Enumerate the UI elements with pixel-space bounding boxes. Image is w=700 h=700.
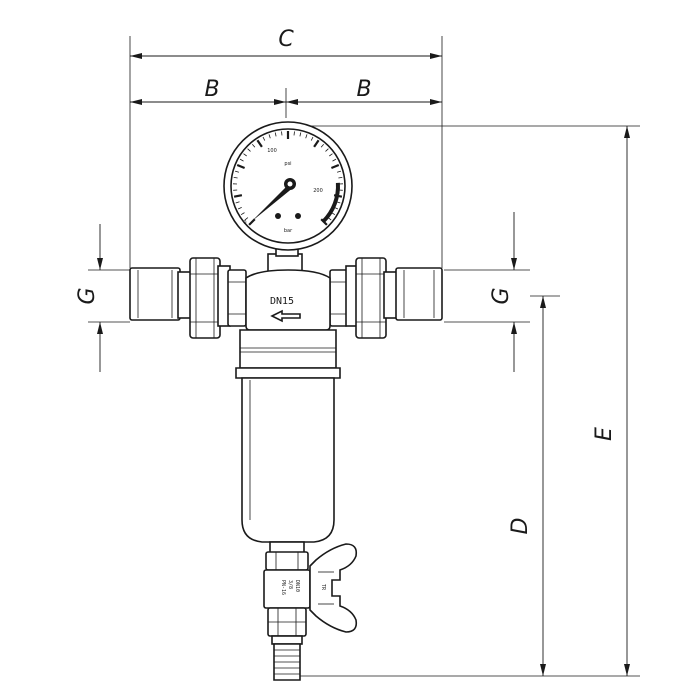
left-connection (129, 257, 247, 339)
filter-size-label: DN15 (270, 296, 294, 307)
gauge-tick (313, 139, 320, 148)
valve-pressure: PN-16 (280, 580, 286, 595)
dimension-b: B B (130, 77, 442, 105)
gauge-tick (233, 194, 243, 198)
gauge-tick (274, 132, 277, 137)
gauge-tick (233, 177, 238, 179)
dim-c-label: C (278, 27, 294, 52)
dim-g-left-label: G (75, 287, 100, 304)
gauge-tick (240, 212, 245, 216)
gauge-ticks (232, 131, 344, 226)
gauge-label-100: 100 (267, 148, 277, 154)
valve-mark: TR (320, 584, 326, 591)
gauge-tick (325, 148, 329, 152)
filter-head: DN15 (245, 253, 331, 331)
dim-e-label: E (592, 427, 617, 441)
dim-g-right-label: G (489, 287, 514, 304)
gauge-tick (299, 132, 302, 137)
gauge-tick (234, 170, 240, 173)
gauge-tick (268, 134, 271, 139)
gauge-tick (293, 131, 295, 136)
dimension-g-right: G (489, 212, 517, 372)
gauge-needle (251, 183, 294, 222)
pressure-gauge: psi 100 200 0 bar (223, 121, 353, 257)
dimension-e: E (592, 126, 630, 676)
dimension-d: D (508, 295, 560, 676)
flow-arrow-icon (270, 309, 301, 323)
dim-b-right-label: B (356, 77, 371, 102)
gauge-tick (248, 218, 256, 226)
gauge-tick (235, 201, 240, 204)
gauge-tick (239, 158, 244, 162)
extension-lines (88, 36, 640, 677)
gauge-tick (244, 217, 249, 221)
gauge-tick (338, 177, 343, 179)
gauge-label-zero: 0 (243, 220, 246, 226)
dim-d-label: D (508, 518, 533, 535)
dim-b-left-label: B (204, 77, 219, 102)
dimension-g-left: G (75, 224, 103, 372)
gauge-tick (262, 136, 266, 141)
gauge-label-200: 200 (313, 188, 323, 194)
gauge-tick (236, 163, 246, 170)
gauge-tick (256, 139, 263, 148)
gauge-unit-bar: bar (284, 228, 293, 234)
valve-code: DN10 (294, 580, 300, 592)
filter-bowl (235, 329, 341, 543)
gauge-tick (237, 207, 242, 210)
dimension-c: C (130, 27, 442, 59)
gauge-tick (332, 158, 337, 162)
gauge-tick (305, 134, 308, 139)
gauge-limit-band (321, 182, 340, 223)
gauge-tick (320, 143, 325, 148)
gauge-tick (247, 148, 251, 152)
gauge-tick (281, 131, 283, 136)
gauge-tick (310, 136, 314, 141)
gauge-tick (251, 143, 256, 148)
drain-valve: 3/8 PN-16 DN10 TR (263, 541, 358, 681)
gauge-tick (336, 170, 342, 173)
right-connection (329, 257, 443, 339)
gauge-tick (243, 153, 247, 157)
gauge-tick (329, 153, 333, 157)
valve-size: 3/8 (287, 580, 293, 589)
gauge-tick (330, 163, 340, 170)
gauge-unit-psi: psi (284, 161, 291, 167)
